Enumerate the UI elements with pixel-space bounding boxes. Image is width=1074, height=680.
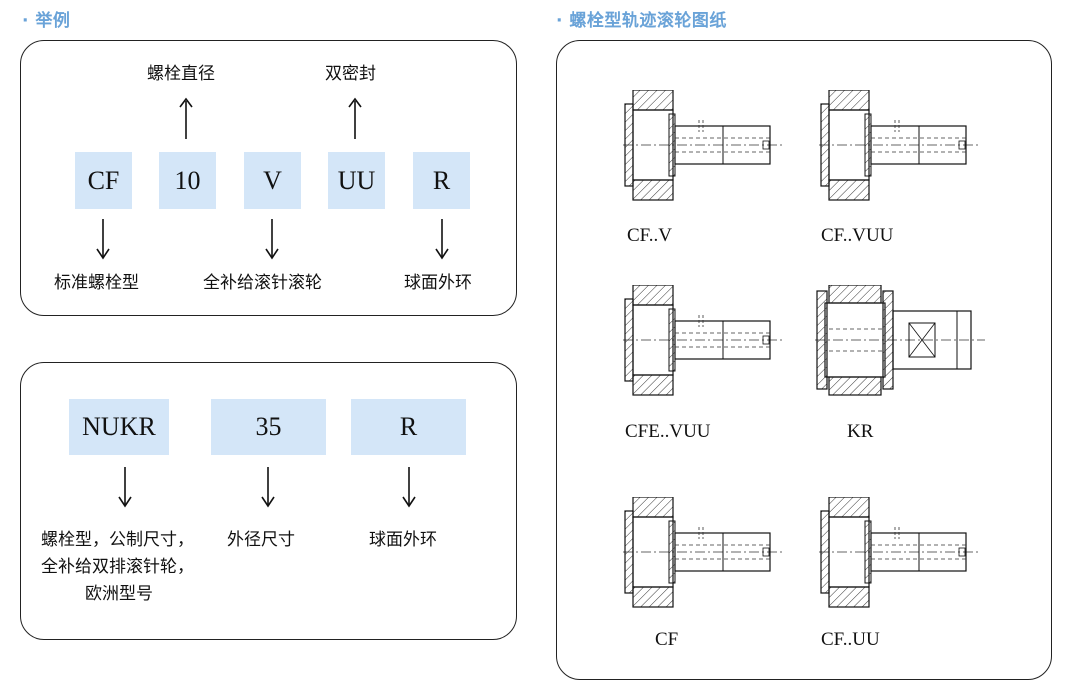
label-type-line-1: 螺栓型，公制尺寸， — [41, 530, 194, 550]
drawing-cf — [623, 497, 784, 608]
code-box-size: 10 — [159, 152, 216, 209]
code-box-nukr: NUKR — [69, 399, 169, 455]
drawings-panel: CF..V CF..VUU CFE..VUU KR CF CF..UU — [556, 40, 1052, 680]
arrow-down-icon — [261, 467, 275, 508]
drawing-label-cf-vuu: CF..VUU — [821, 225, 894, 246]
label-outer-diameter: 外径尺寸 — [227, 530, 295, 550]
label-crowned-outer: 球面外环 — [404, 273, 472, 293]
drawing-cf-uu — [819, 497, 980, 608]
code-box-r: R — [413, 152, 470, 209]
code-box-uu: UU — [328, 152, 385, 209]
example-panel-cf: 螺栓直径 双密封 CF 10 V UU R 标准螺栓型 全补给滚针滚轮 球面外环 — [20, 40, 517, 316]
drawing-section-title: · 螺栓型轨迹滚轮图纸 — [556, 11, 727, 31]
drawing-cfe-vuu — [623, 285, 784, 396]
drawing-label-kr: KR — [847, 421, 874, 442]
arrow-down-icon — [435, 219, 449, 260]
label-type-line-2: 全补给双排滚针轮， — [41, 557, 194, 577]
drawing-cf-vuu — [819, 90, 980, 201]
code-box-35: 35 — [211, 399, 326, 455]
drawing-label-cf-v: CF..V — [627, 225, 672, 246]
code-box-cf: CF — [75, 152, 132, 209]
drawing-label-cf-uu: CF..UU — [821, 629, 880, 650]
example-panel-nukr: NUKR 35 R 螺栓型，公制尺寸， 全补给双排滚针轮， 欧洲型号 外径尺寸 … — [20, 362, 517, 640]
drawing-kr — [815, 285, 985, 396]
label-double-seal: 双密封 — [325, 64, 376, 84]
label-full-complement: 全补给滚针滚轮 — [203, 273, 322, 293]
label-type-line-3: 欧洲型号 — [85, 584, 153, 604]
arrow-up-icon — [179, 97, 193, 139]
label-bolt-diameter: 螺栓直径 — [147, 64, 215, 84]
arrow-down-icon — [265, 219, 279, 260]
code-box-v: V — [244, 152, 301, 209]
arrow-down-icon — [96, 219, 110, 260]
drawing-label-cf: CF — [655, 629, 679, 650]
label-standard-bolt: 标准螺栓型 — [54, 273, 139, 293]
label-crowned-outer-2: 球面外环 — [369, 530, 437, 550]
drawing-label-cfe-vuu: CFE..VUU — [625, 421, 711, 442]
drawing-cf-v — [623, 90, 784, 201]
example-section-title: · 举例 — [22, 11, 71, 31]
arrow-down-icon — [402, 467, 416, 508]
arrow-up-icon — [348, 97, 362, 139]
code-box-r2: R — [351, 399, 466, 455]
arrow-down-icon — [118, 467, 132, 508]
